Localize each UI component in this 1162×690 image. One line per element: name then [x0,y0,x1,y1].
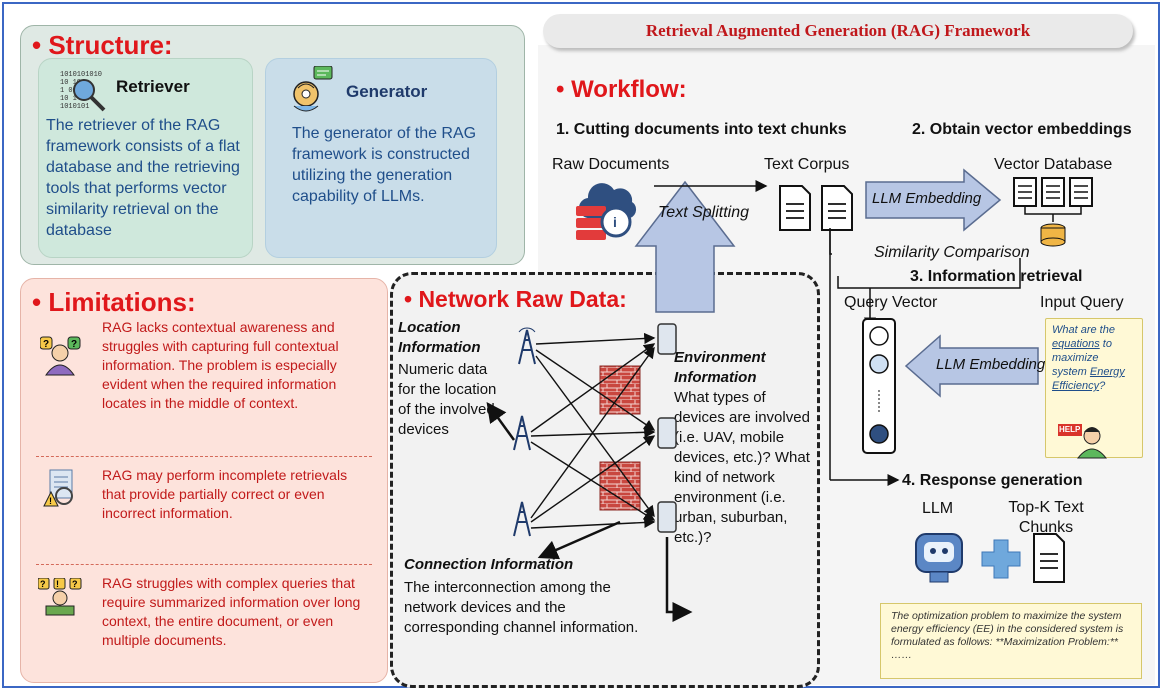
svg-text:10 101: 10 101 [60,79,85,87]
llm-embedding-arrow [865,168,1002,232]
location-text: Numeric data for the location of the inv… [398,361,497,438]
limitation-item-3: RAG struggles with complex queries that … [102,575,361,648]
svg-text:1010101: 1010101 [60,103,89,111]
retriever-icon: 1010101010 10 101 1 01 10 1 1010101 [60,71,106,112]
query-embedding-arrow [904,334,1039,398]
text-chunk-icons [779,185,853,231]
divider [36,456,372,457]
svg-text:!: ! [49,496,52,506]
llm-embedding-label-2: LLM Embedding [936,356,1046,373]
limitations-title: • Limitations: [32,287,196,317]
workflow-title: • Workflow: [556,76,687,103]
structure-title: • Structure: [32,30,173,60]
query-text-4: Energy Efficiency [1052,366,1125,392]
llm-embedding-label-1: LLM Embedding [872,190,982,207]
svg-text:?: ? [71,339,77,350]
step-3-label: 3. Information retrieval [910,268,1083,285]
limitation-item-1: RAG lacks contextual awareness and strug… [102,319,339,411]
network-title: • Network Raw Data: [404,286,627,312]
query-text-1: What are the [1052,324,1115,336]
limitation-item-2: RAG may perform incomplete retrievals th… [102,467,348,521]
svg-text:1 01: 1 01 [60,87,77,95]
connection-title: Connection Information [404,556,574,573]
generator-text: The generator of the RAG framework is co… [292,125,477,205]
query-text-5: ? [1099,380,1106,392]
query-text-2: equations [1052,338,1100,350]
generator-title: Generator [346,82,428,101]
network-graphic [486,323,693,622]
step-4-label: 4. Response generation [902,472,1083,489]
similarity-label: Similarity Comparison [874,244,1030,261]
query-vector-icon [862,318,896,454]
retriever-text: The retriever of the RAG framework consi… [46,117,240,239]
stressed-person-icon: ? ! ? [38,578,82,616]
upload-arrow [634,180,736,313]
svg-text:1010101010: 1010101010 [60,71,102,79]
help-label: HELP [1059,425,1081,434]
text-corpus-label: Text Corpus [764,156,850,173]
user-help-icon [1058,424,1108,459]
vector-database-label: Vector Database [994,156,1113,173]
text-splitting-arrow [654,180,768,192]
limitations-panel [20,278,388,683]
svg-text:?: ? [40,579,46,589]
svg-text:?: ? [43,339,49,350]
svg-text:10 1: 10 1 [60,95,77,103]
response-bubble: The optimization problem to maximize the… [880,603,1142,679]
banner-title: Retrieval Augmented Generation (RAG) Fra… [543,14,1133,48]
connection-text: The interconnection among the network de… [404,579,639,636]
document-warning-icon: ! [43,469,73,507]
environment-title: Environment Information [674,349,766,386]
step-1-label: 1. Cutting documents into text chunks [556,121,847,138]
location-title: Location Information [398,319,481,356]
environment-text: What types of devices are involved (i.e.… [674,389,810,546]
topk-label: Top-K Text Chunks [1008,499,1084,536]
input-query-label: Input Query [1040,294,1124,311]
tower-icon [518,327,536,365]
retriever-title: Retriever [116,77,190,96]
query-vector-label: Query Vector [844,294,938,311]
divider [36,564,372,565]
raw-documents-label: Raw Documents [552,156,670,173]
llm-label: LLM [922,500,954,517]
response-icons [915,533,1065,583]
generator-icon [293,66,333,112]
svg-text:!: ! [56,579,59,589]
cloud-database-icon: i [576,183,637,240]
query-text-3: to maximize system [1052,338,1112,378]
svg-text:i: i [613,214,617,230]
confused-person-icon: ? ? [40,336,81,376]
text-splitting-label: Text Splitting [658,204,750,221]
vector-database-icon [1013,177,1093,247]
step-2-label: 2. Obtain vector embeddings [912,121,1132,138]
svg-text:?: ? [72,579,78,589]
